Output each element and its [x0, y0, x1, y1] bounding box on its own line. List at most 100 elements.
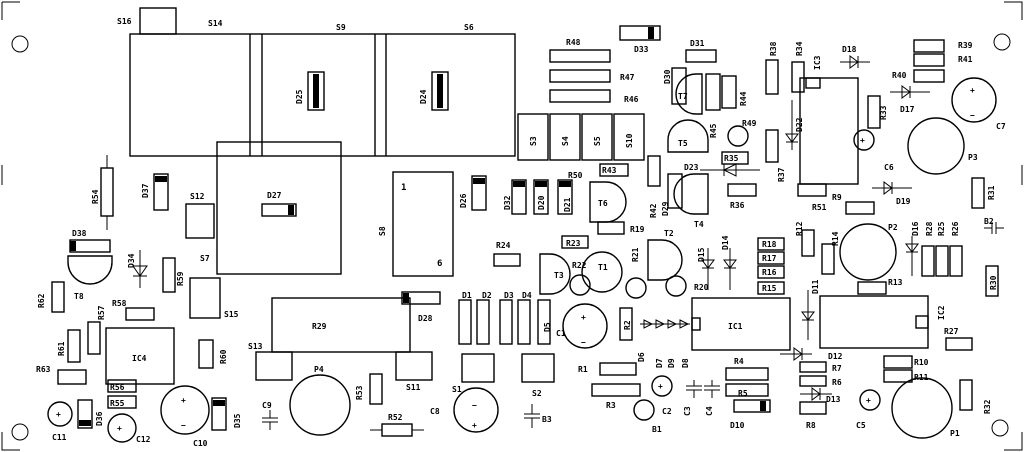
label-r25: R25 — [937, 221, 946, 236]
relay-s8 — [392, 171, 454, 277]
transistor-t2 — [647, 239, 683, 281]
label-c5: C5 — [856, 421, 866, 430]
svg-text:−: − — [472, 401, 477, 410]
label-r5: R5 — [738, 389, 748, 398]
svg-text:+: + — [181, 396, 186, 405]
label-d21: D21 — [563, 197, 572, 212]
label-r48: R48 — [566, 38, 581, 47]
label-d1: D1 — [462, 291, 472, 300]
label-r51: R51 — [812, 203, 827, 212]
resistor-r26 — [949, 245, 963, 277]
label-s3: S3 — [529, 136, 538, 146]
label-p2: P2 — [888, 223, 898, 232]
resistor-r17 — [757, 251, 785, 265]
label-b1: B1 — [652, 425, 662, 434]
transistor-t7 — [675, 73, 703, 115]
label-d7: D7 — [655, 358, 664, 368]
label-r16: R16 — [762, 268, 777, 277]
label-d30: D30 — [663, 69, 672, 84]
label-p3: P3 — [968, 153, 978, 162]
potentiometer-p3 — [907, 117, 965, 175]
resistor-r2 — [619, 307, 633, 341]
resistor-r34 — [791, 61, 805, 93]
label-r31: R31 — [987, 185, 996, 200]
diode-d32 — [511, 179, 527, 215]
middle-components: R29 D28 S13 S11 P4 C9 R53 R52 C8 − + S1 … — [248, 291, 771, 437]
label-r62: R62 — [37, 293, 46, 308]
component-r22 — [569, 274, 591, 296]
label-r12: R12 — [795, 221, 804, 236]
label-t1: T1 — [598, 263, 608, 272]
label-r63: R63 — [36, 365, 51, 374]
label-d29: D29 — [661, 201, 670, 216]
transistor-t4 — [673, 173, 709, 215]
label-r41: R41 — [958, 55, 973, 64]
resistor-r43 — [599, 163, 629, 177]
svg-text:+: + — [117, 424, 122, 433]
mounting-hole-br — [991, 419, 1009, 437]
label-t2: T2 — [664, 229, 674, 238]
label-s9: S9 — [336, 23, 346, 32]
label-r53: R53 — [355, 385, 364, 400]
label-r43: R43 — [602, 166, 617, 175]
resistor-r53 — [369, 373, 383, 405]
label-s5: S5 — [593, 136, 602, 146]
label-r17: R17 — [762, 254, 777, 263]
label-s2: S2 — [532, 389, 542, 398]
label-r55: R55 — [110, 399, 125, 408]
resistor-r5 — [725, 383, 769, 397]
resistor-r14 — [821, 243, 835, 275]
diode-d4 — [517, 299, 531, 345]
label-d17: D17 — [900, 105, 915, 114]
label-ic2: IC2 — [937, 305, 946, 320]
label-r7: R7 — [832, 364, 842, 373]
resistor-r10 — [883, 355, 913, 369]
svg-text:−: − — [181, 421, 186, 430]
resistor-r16 — [757, 265, 785, 279]
diode-d10 — [733, 399, 771, 413]
label-d9: D9 — [667, 358, 676, 368]
svg-text:−: − — [581, 338, 586, 347]
label-r33: R33 — [879, 105, 888, 120]
svg-text:+: + — [860, 136, 865, 145]
capacitor-c2 — [651, 375, 673, 397]
resistor-r40 — [913, 69, 945, 83]
capacitor-c7 — [951, 77, 997, 123]
diode-d25 — [307, 71, 325, 111]
resistor-r56 — [107, 379, 137, 393]
right-components: R38 R34 IC3 D18 R39 R41 R40 D17 + − C7 R… — [691, 39, 1006, 439]
resistor-r9 — [797, 183, 827, 197]
label-r19: R19 — [630, 225, 645, 234]
label-pin6: 6 — [437, 259, 442, 269]
label-r57: R57 — [97, 305, 106, 320]
label-c1: C1 — [556, 329, 566, 338]
buzzer-b1 — [633, 399, 655, 421]
resistor-r57 — [87, 321, 101, 355]
label-d38: D38 — [72, 229, 87, 238]
capacitor-c11 — [47, 401, 73, 427]
capacitor-c5 — [859, 389, 881, 411]
label-c2: C2 — [662, 407, 672, 416]
label-d27: D27 — [267, 191, 282, 200]
resistor-r37 — [765, 129, 779, 163]
switch-s10 — [613, 113, 645, 161]
resistor-r31 — [971, 177, 985, 209]
label-r20: R20 — [694, 283, 709, 292]
resistor-r1 — [599, 362, 637, 376]
diode-d24 — [431, 71, 449, 111]
left-components: R54 D37 D38 T8 D34 R59 R62 R58 R57 R61 I… — [36, 155, 242, 448]
ic-ic2 — [819, 295, 929, 349]
label-r26: R26 — [951, 221, 960, 236]
label-d5: D5 — [543, 322, 552, 332]
diode-d3 — [499, 299, 513, 345]
component-r21 — [625, 277, 647, 299]
label-d33: D33 — [634, 45, 649, 54]
label-d16: D16 — [911, 221, 920, 236]
diode-d33 — [619, 25, 661, 41]
label-r23: R23 — [566, 239, 581, 248]
label-c9: C9 — [262, 401, 272, 410]
resistor-r4 — [725, 367, 769, 381]
label-r8: R8 — [806, 421, 816, 430]
